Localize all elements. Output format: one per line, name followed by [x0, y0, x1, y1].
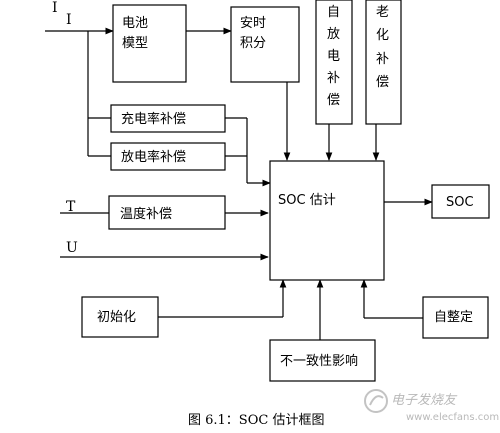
soc-output-label: SOC [446, 195, 474, 210]
soc-output-block [431, 184, 490, 219]
figure-caption: 图 6.1：SOC 估计框图 [188, 413, 324, 428]
watermark-text-en: www.elecfans.com [406, 412, 499, 423]
watermark-logo-swoosh [369, 395, 384, 406]
self-calibration-label: 自整定 [434, 310, 473, 325]
self-calibration-block [422, 296, 489, 339]
input-i-label: I [66, 12, 72, 28]
self-discharge-char-1: 自 [327, 5, 340, 20]
self-discharge-char-3: 电 [327, 49, 340, 64]
watermark-logo [364, 389, 388, 413]
self-discharge-char-5: 偿 [327, 93, 340, 108]
temperature-label: 温度补偿 [120, 206, 172, 222]
soc-estimation-block [269, 160, 385, 281]
inconsistency-influence-label: 不一致性影响 [280, 353, 358, 369]
self-discharge-char-4: 补 [327, 71, 340, 86]
ah-integrator-label-line2: 积分 [240, 36, 266, 51]
aging-compensation-block [365, 0, 402, 125]
aging-char-3: 补 [376, 52, 389, 67]
self-discharge-char-2: 放 [327, 27, 340, 42]
discharge-rate-compensation-block [110, 142, 226, 171]
charge-rate-label: 充电率补偿 [121, 111, 186, 127]
aging-char-4: 偿 [376, 75, 389, 90]
watermark-text-cn: 电子发烧友 [391, 393, 458, 408]
self-discharge-compensation-block [315, 0, 353, 125]
temperature-compensation-block [108, 195, 226, 230]
battery-model-block [112, 4, 187, 83]
input-u-label: U [66, 240, 78, 256]
charge-rate-compensation-block [110, 104, 226, 133]
aging-char-2: 化 [376, 28, 389, 43]
discharge-rate-label: 放电率补偿 [121, 149, 186, 165]
initialization-block [81, 296, 159, 338]
battery-model-label-line2: 模型 [122, 36, 148, 51]
soc-estimation-label: SOC 估计 [278, 193, 336, 208]
input-i-label-top: I [52, 0, 58, 16]
ah-integrator-label-line1: 安时 [240, 16, 266, 31]
initialization-label: 初始化 [97, 310, 136, 325]
aging-char-1: 老 [376, 5, 389, 20]
battery-model-label-line1: 电池 [122, 16, 148, 31]
watermark-logo-icon [364, 389, 388, 413]
ah-integrator-block [230, 6, 300, 83]
inconsistency-influence-block [269, 339, 376, 382]
input-t-label: T [66, 199, 76, 215]
